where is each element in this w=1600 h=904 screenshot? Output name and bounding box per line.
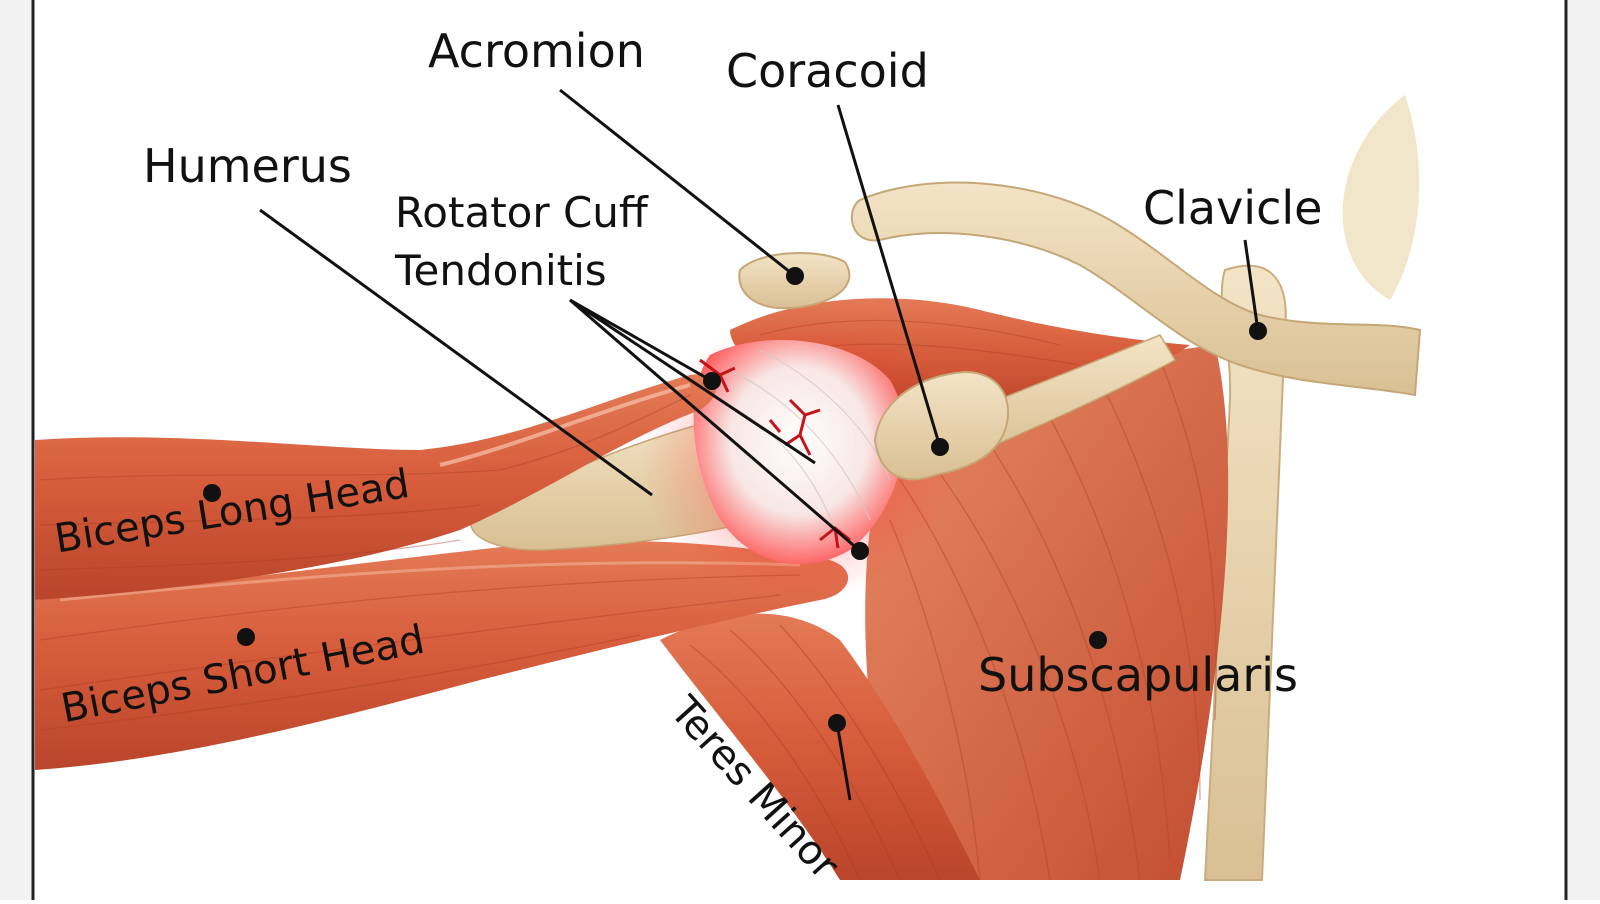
label-rotator-cuff-line1: Rotator Cuff [395,188,648,237]
biceps-short-head-muscle [35,540,849,770]
label-coracoid: Coracoid [726,44,929,98]
label-acromion: Acromion [428,24,645,78]
coracoid-bone [873,370,1010,481]
biceps-long-head-muscle [35,374,717,600]
label-rotator-cuff-line2: Tendonitis [395,246,607,295]
label-subscapularis: Subscapularis [978,648,1298,702]
teres-minor-muscle [660,613,980,881]
leader-dots [203,267,1267,732]
leader-lines [259,88,1260,801]
label-humerus: Humerus [143,139,352,193]
label-clavicle: Clavicle [1143,181,1323,235]
clavicle-bone [850,181,1422,397]
scapula-bone [1203,95,1420,881]
